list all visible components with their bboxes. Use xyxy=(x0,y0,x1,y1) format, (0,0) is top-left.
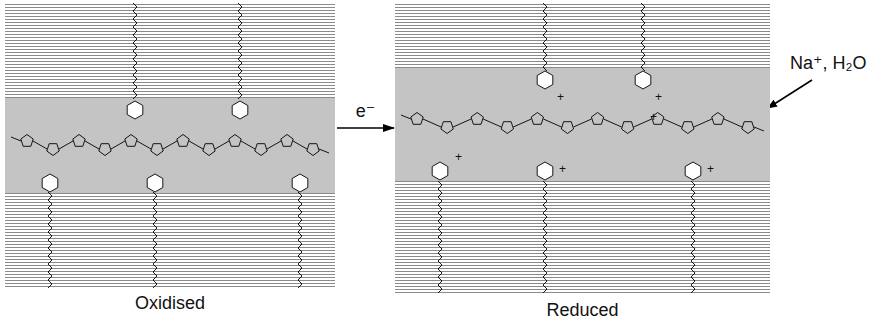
electron-arrow xyxy=(337,127,394,129)
polymer-band xyxy=(5,98,335,193)
membrane-illustration xyxy=(5,3,335,288)
membrane-panel: Oxidised xyxy=(5,3,335,288)
lipid-layers xyxy=(395,3,770,293)
charge-sign: + xyxy=(559,163,566,175)
polythiophene-chain xyxy=(401,113,764,134)
membrane-illustration xyxy=(395,3,770,293)
pyridinium-surfactant xyxy=(42,3,308,288)
polymer-band xyxy=(395,68,770,181)
panel-caption: Reduced xyxy=(395,300,770,321)
charge-sign: + xyxy=(655,91,662,103)
lipid-layers xyxy=(5,3,335,288)
ion-label: Na⁺, H₂O xyxy=(790,52,867,74)
pyridinium-surfactant xyxy=(432,3,701,293)
charge-sign: + xyxy=(707,163,714,175)
membrane-panel: Reduced xyxy=(395,3,770,293)
leader-arrow xyxy=(768,80,812,108)
charge-sign: + xyxy=(455,151,462,163)
charge-sign: + xyxy=(557,91,564,103)
edge-label: e⁻ xyxy=(356,100,376,122)
polythiophene-chain xyxy=(11,135,329,156)
panel-caption: Oxidised xyxy=(5,293,335,314)
charge-sign: + xyxy=(650,111,657,123)
